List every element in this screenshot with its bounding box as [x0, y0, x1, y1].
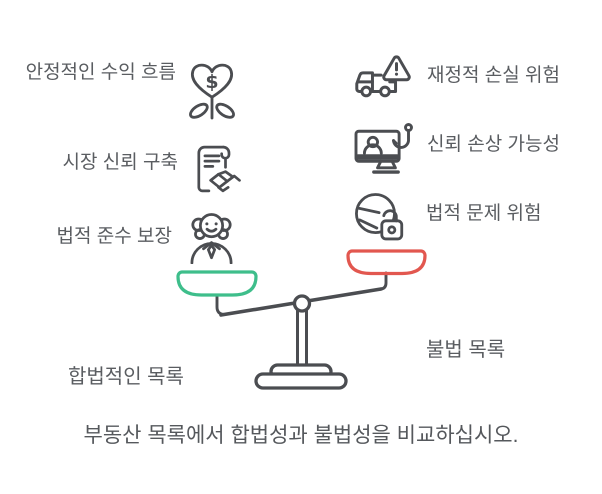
benefit-label-market-trust: 시장 신뢰 구축	[62, 152, 178, 173]
truck-warning-icon	[353, 53, 415, 103]
phishing-monitor-icon	[352, 120, 420, 180]
diagram-caption: 부동산 목록에서 합법성과 불법성을 비교하십시오.	[83, 424, 519, 447]
left-pan-hanger	[215, 293, 226, 316]
benefit-label-legal-compliance: 법적 준수 보장	[56, 226, 172, 247]
risk-label-legal-issues: 법적 문제 위험	[426, 203, 542, 224]
scale-base-bottom	[254, 372, 348, 390]
legal-pan-label: 합법적인 목록	[68, 366, 184, 388]
risk-label-trust-damage: 신뢰 손상 가능성	[427, 134, 560, 155]
benefit-label-stable-income: 안정적인 수익 흐름	[25, 62, 176, 83]
illegal-pan	[346, 249, 427, 276]
scale-pivot	[292, 294, 312, 313]
globe-unlock-icon	[351, 190, 409, 248]
risk-label-financial-loss: 재정적 손실 위험	[427, 65, 560, 86]
scale-post	[296, 306, 308, 368]
judge-icon	[183, 206, 240, 264]
contract-handshake-icon	[187, 140, 243, 198]
dollar-glyph: $	[205, 71, 218, 93]
right-pan-hanger	[378, 271, 388, 291]
illegal-pan-label: 불법 목록	[426, 339, 506, 361]
legal-pan	[176, 270, 258, 297]
heart-money-plant-icon: $	[183, 56, 241, 122]
